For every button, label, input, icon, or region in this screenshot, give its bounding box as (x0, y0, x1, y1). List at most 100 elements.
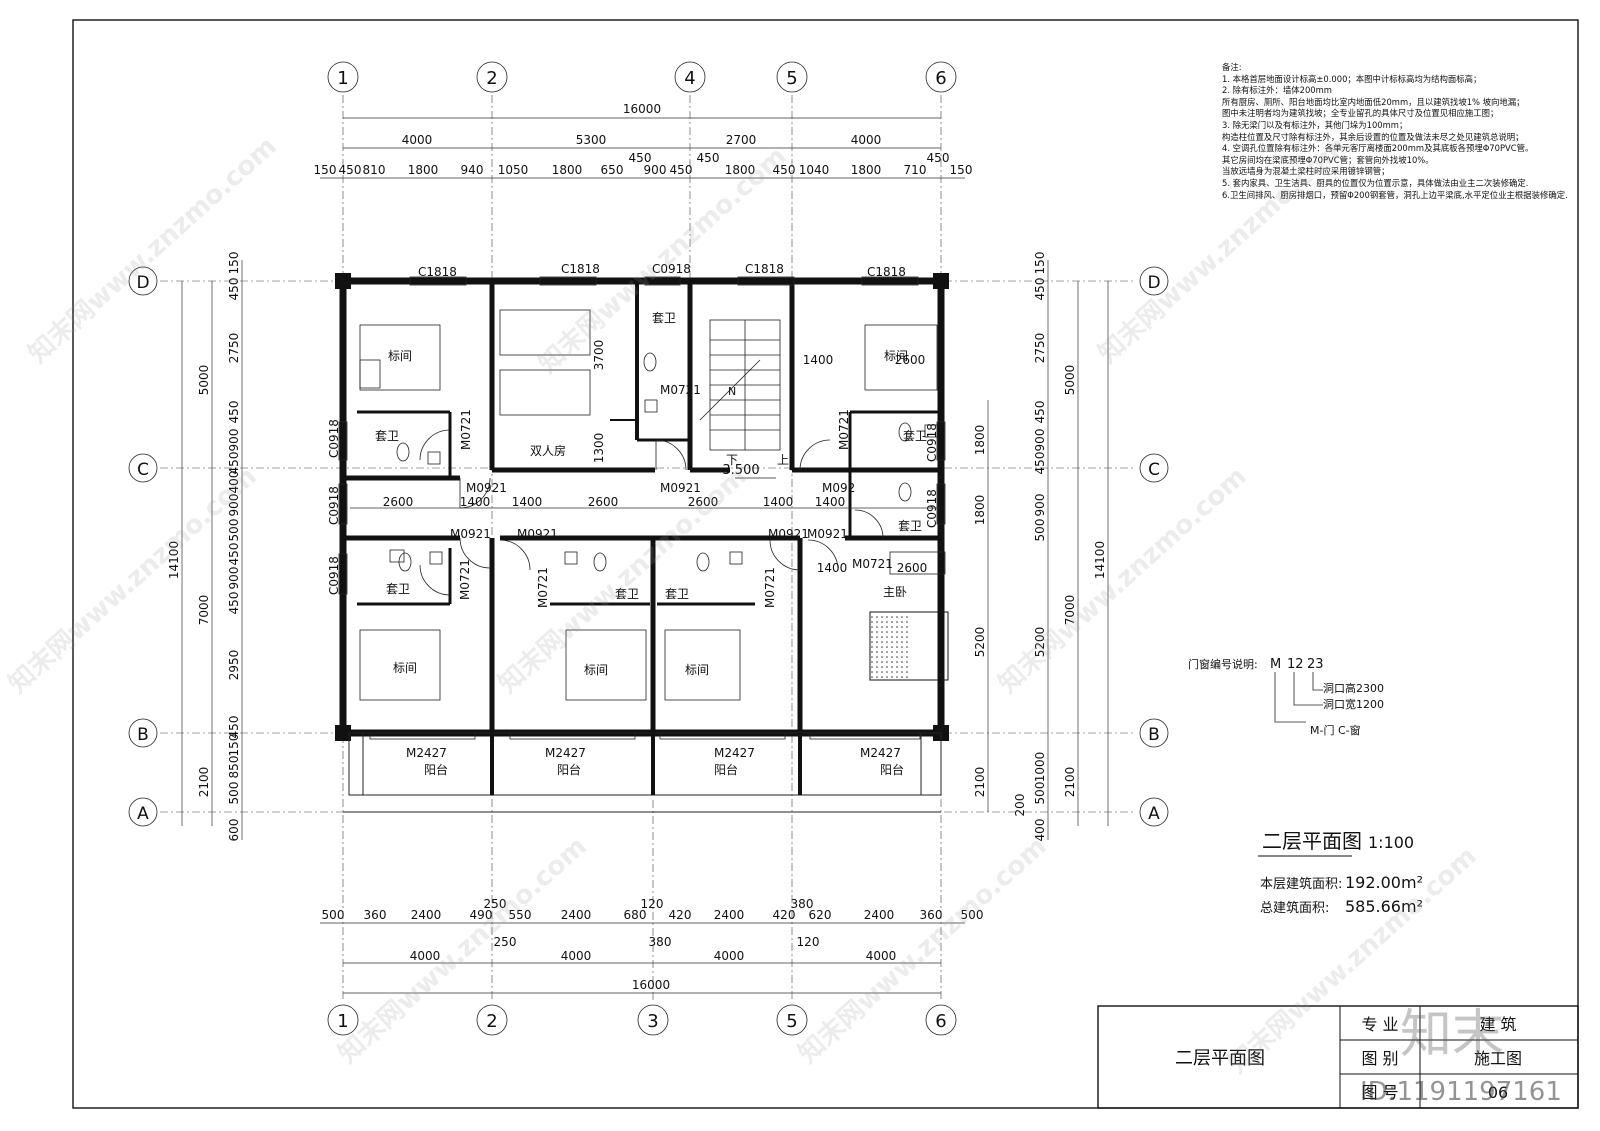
svg-text:A: A (1148, 804, 1160, 824)
dimensions-left: 14100 5000 7000 2100 150 450 2750 450 90… (167, 252, 243, 841)
dimensions-top: 16000 4000 5300 2700 4000 450 450 450 15… (314, 102, 972, 179)
svg-text:250: 250 (494, 935, 517, 949)
svg-text:2400: 2400 (411, 908, 442, 922)
svg-text:专 业: 专 业 (1361, 1015, 1398, 1034)
svg-text:1400: 1400 (763, 495, 794, 509)
svg-text:1300: 1300 (592, 433, 606, 464)
svg-text:500: 500 (227, 782, 241, 805)
svg-text:标间: 标间 (388, 349, 412, 363)
svg-text:450: 450 (227, 543, 241, 566)
svg-text:2600: 2600 (897, 561, 928, 575)
svg-text:C1818: C1818 (745, 262, 784, 276)
svg-text:900: 900 (227, 494, 241, 517)
svg-text:120: 120 (797, 935, 820, 949)
svg-text:450: 450 (227, 592, 241, 615)
svg-text:06: 06 (1488, 1083, 1508, 1102)
svg-text:M0921: M0921 (517, 527, 558, 541)
svg-text:套卫: 套卫 (386, 582, 410, 596)
svg-text:192.00m²: 192.00m² (1345, 873, 1423, 892)
notes-heading: 备注: (1222, 62, 1242, 72)
svg-text:A: A (137, 804, 149, 824)
svg-text:2600: 2600 (588, 495, 619, 509)
svg-text:450: 450 (1033, 452, 1047, 475)
svg-text:1800: 1800 (973, 425, 987, 456)
svg-text:1800: 1800 (725, 163, 756, 177)
svg-text:阳台: 阳台 (424, 762, 448, 777)
svg-text:阳台: 阳台 (880, 762, 904, 777)
svg-text:5000: 5000 (1063, 365, 1077, 396)
svg-text:M0721: M0721 (459, 409, 473, 450)
svg-text:4000: 4000 (561, 949, 592, 963)
svg-text:1800: 1800 (851, 163, 882, 177)
dimensions-right: 1800 1800 5200 2100 150 450 2750 450 900… (973, 252, 1109, 841)
note-line: 其它房间均在梁底预埋Φ70PVC管；套管向外找坡10%。 (1222, 154, 1434, 165)
svg-text:C0918: C0918 (925, 423, 939, 462)
svg-text:M0721: M0721 (660, 383, 701, 397)
svg-text:标间: 标间 (884, 349, 908, 363)
svg-text:1400: 1400 (512, 495, 543, 509)
svg-text:450: 450 (670, 163, 693, 177)
svg-text:940: 940 (461, 163, 484, 177)
axis-bubbles-side: D C B A D C B A (128, 266, 1169, 827)
svg-text:M0721: M0721 (458, 559, 472, 600)
title-block: 二层平面图 专 业 建 筑 图 别 施工图 图 号 06 (1097, 1005, 1579, 1109)
note-line: 5. 套内家具、卫生洁具、厨具的位置仅为位置示意，具体做法由业主二次装修确定. (1222, 177, 1529, 188)
svg-text:2750: 2750 (227, 333, 241, 364)
svg-text:4000: 4000 (410, 949, 441, 963)
svg-text:5200: 5200 (1033, 627, 1047, 658)
svg-text:650: 650 (601, 163, 624, 177)
svg-text:3700: 3700 (592, 340, 606, 371)
svg-text:420: 420 (773, 908, 796, 922)
svg-text:1400: 1400 (817, 561, 848, 575)
svg-text:套卫: 套卫 (615, 587, 639, 601)
svg-text:门窗编号说明:: 门窗编号说明: (1188, 657, 1258, 671)
svg-text:7000: 7000 (197, 595, 211, 626)
svg-text:4000: 4000 (402, 133, 433, 147)
svg-text:C0918: C0918 (925, 489, 939, 528)
axis-top-5: 5 (786, 68, 797, 89)
svg-text:1800: 1800 (973, 495, 987, 526)
svg-text:450: 450 (339, 163, 362, 177)
note-line: 1. 本格首层地面设计标高±0.000；本图中计标标高均为结构面标高； (1222, 73, 1482, 84)
dimensions-bottom: 250 120 380 500 360 2400 490 550 2400 68… (320, 897, 983, 994)
svg-text:洞口宽1200: 洞口宽1200 (1323, 697, 1384, 711)
svg-text:标间: 标间 (393, 661, 417, 675)
corridor-dimensions: 2600 1400 1400 2600 2600 1400 1400 3700 … (350, 340, 940, 575)
brand-logo: 知末 ID:1191197161 (1360, 1005, 1562, 1107)
svg-text:450: 450 (227, 401, 241, 424)
svg-text:1050: 1050 (498, 163, 529, 177)
drawing-title: 二层平面图 1:100 本层建筑面积: 192.00m² 总建筑面积: 585.… (1258, 829, 1423, 916)
svg-text:标间: 标间 (584, 663, 608, 677)
svg-text:900: 900 (644, 163, 667, 177)
svg-text:上: 上 (777, 453, 789, 467)
svg-text:2600: 2600 (383, 495, 414, 509)
svg-text:M2427: M2427 (406, 746, 447, 760)
svg-text:套卫: 套卫 (665, 587, 689, 601)
axis-top-2: 2 (486, 68, 497, 89)
svg-text:5300: 5300 (576, 133, 607, 147)
svg-text:900: 900 (227, 429, 241, 452)
svg-text:6: 6 (935, 1011, 946, 1032)
svg-text:套卫: 套卫 (375, 429, 399, 443)
svg-text:810: 810 (363, 163, 386, 177)
svg-text:阳台: 阳台 (714, 762, 738, 777)
svg-text:250: 250 (484, 897, 507, 911)
svg-text:850: 850 (227, 756, 241, 779)
svg-text:450: 450 (773, 163, 796, 177)
svg-text:M0921: M0921 (807, 527, 848, 541)
svg-text:M2427: M2427 (714, 746, 755, 760)
svg-text:490: 490 (470, 908, 493, 922)
svg-text:120: 120 (641, 897, 664, 911)
svg-text:C: C (1148, 460, 1160, 480)
note-line: 3. 除无梁门以及有标注外，其他门垛为100mm； (1222, 119, 1408, 130)
svg-text:2100: 2100 (197, 767, 211, 798)
svg-text:2400: 2400 (714, 908, 745, 922)
svg-text:400: 400 (227, 471, 241, 494)
svg-text:360: 360 (364, 908, 387, 922)
svg-text:套卫: 套卫 (652, 311, 676, 325)
svg-text:2100: 2100 (973, 767, 987, 798)
svg-text:知末: 知末 (1400, 1005, 1504, 1065)
svg-text:23: 23 (1307, 657, 1324, 672)
svg-text:M0921: M0921 (768, 527, 809, 541)
